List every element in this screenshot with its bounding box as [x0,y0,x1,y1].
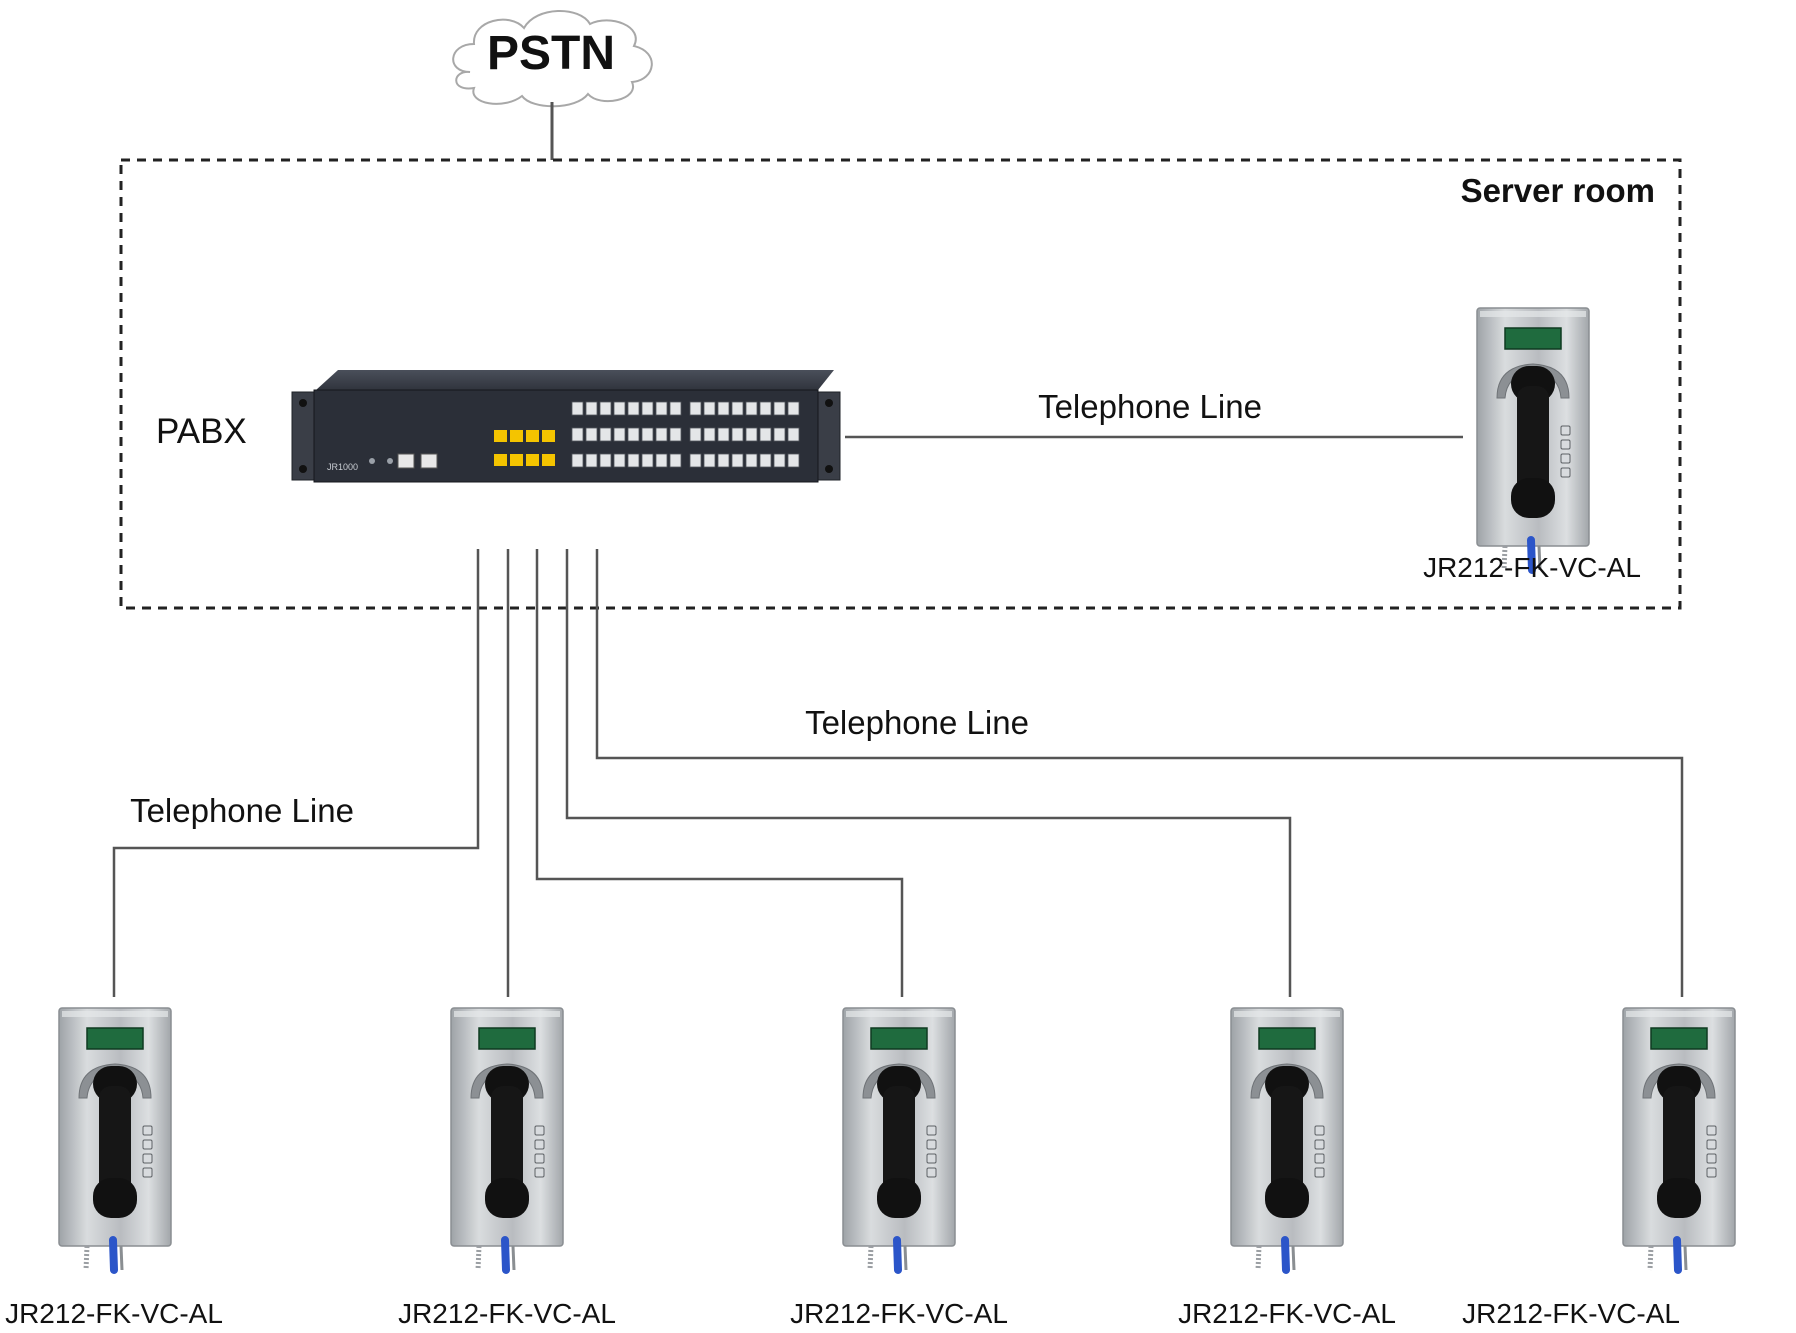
rj11-port [759,453,772,468]
rj11-port [787,401,800,416]
rj11-port [613,427,626,442]
rj11-port [599,401,612,416]
rj11-port [759,401,772,416]
field-phone-5 [1623,1008,1735,1270]
field-phone-3-model: JR212-FK-VC-AL [790,1298,1008,1329]
rj11-port [773,401,786,416]
rj11-port [773,427,786,442]
field-phone-3 [843,1008,955,1270]
rj11-port [745,401,758,416]
rj11-port [787,427,800,442]
rj11-port [641,453,654,468]
rj11-port [655,453,668,468]
rj11-port [773,453,786,468]
telephone-line-1 [112,549,480,997]
server-room-line-label: Telephone Line [1038,388,1262,425]
field-phone-4 [1231,1008,1343,1270]
rj11-port [655,401,668,416]
rj11-port [787,453,800,468]
field-phone-2-model: JR212-FK-VC-AL [398,1298,616,1329]
rj11-port [613,453,626,468]
rj11-port [717,453,730,468]
rj11-port [689,453,702,468]
rj11-port [599,427,612,442]
pabx-label: PABX [156,412,247,451]
left-line-label: Telephone Line [130,792,354,829]
rj11-port [669,453,682,468]
rj11-port [641,427,654,442]
rj11-port [703,427,716,442]
rj11-port [717,401,730,416]
rj11-port [745,453,758,468]
rj11-port [585,427,598,442]
rj11-port [655,427,668,442]
field-phone-1-model: JR212-FK-VC-AL [5,1298,223,1329]
rj11-port [717,427,730,442]
field-phone-1 [59,1008,171,1270]
field-phone-5-model: JR212-FK-VC-AL [1462,1298,1680,1329]
rj11-port [627,401,640,416]
rj11-port [627,427,640,442]
rj11-port [731,401,744,416]
telephone-line-4 [565,549,1292,997]
rj11-port [571,453,584,468]
rj11-port [703,453,716,468]
rj11-port [689,427,702,442]
server-room-phone-model: JR212-FK-VC-AL [1423,552,1641,583]
telephone-line-3 [535,549,904,997]
rj11-port [571,427,584,442]
server-room-title: Server room [1461,172,1655,209]
rj11-port [641,401,654,416]
server-room-phone [1477,308,1589,570]
upper-line-label: Telephone Line [805,704,1029,741]
rj11-port [745,427,758,442]
pabx-device: JR1000 [291,370,841,483]
rj11-port [599,453,612,468]
rj11-port [669,427,682,442]
rj11-port [627,453,640,468]
server-room-boundary [119,158,1682,610]
pstn-cloud: PSTN [452,10,653,108]
rj11-port [613,401,626,416]
rj11-port [585,453,598,468]
rj11-port [731,427,744,442]
telephone-line-5 [595,549,1684,997]
rj11-port [669,401,682,416]
pabx-model-label: JR1000 [327,462,358,472]
rj11-port [689,401,702,416]
pstn-label: PSTN [487,27,615,80]
rj11-port [731,453,744,468]
field-phone-4-model: JR212-FK-VC-AL [1178,1298,1396,1329]
rj11-port [703,401,716,416]
rj11-port [571,401,584,416]
rj11-port [759,427,772,442]
rj11-port [585,401,598,416]
field-phone-2 [451,1008,563,1270]
